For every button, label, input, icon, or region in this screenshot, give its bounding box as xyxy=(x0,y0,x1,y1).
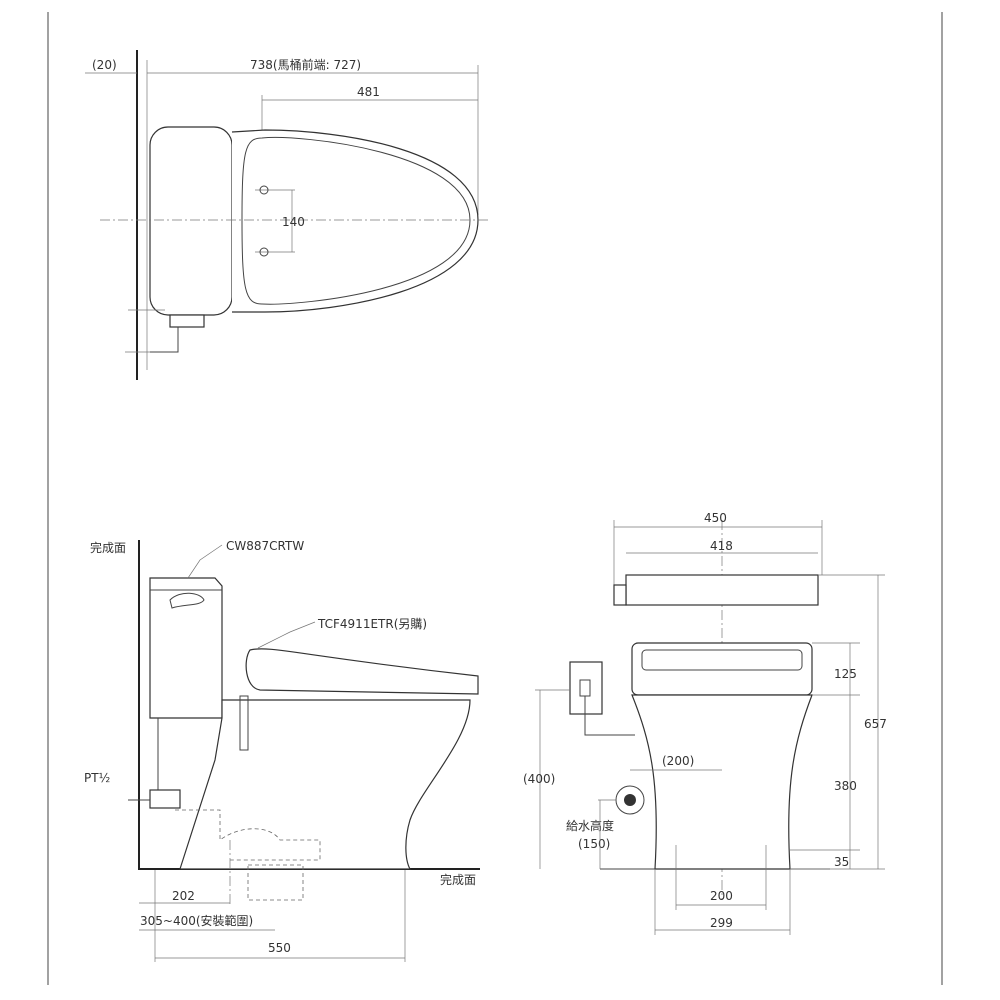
tank-outline xyxy=(149,577,223,719)
valve-box xyxy=(169,314,205,328)
tank-leader-line xyxy=(187,544,223,579)
bowl-outline xyxy=(179,699,471,870)
top-view: (20) 738(馬桶前端: 727) 481 140 xyxy=(85,50,490,380)
dim-overall-label: 738(馬桶前端: 727) xyxy=(250,57,361,72)
supply-pipe xyxy=(150,327,179,353)
tank-outline xyxy=(625,574,819,606)
dim-outlet-height-label: (400) xyxy=(523,772,555,786)
dim-range-label: 305~400(安裝範圍) xyxy=(140,913,253,928)
seat-lid-outline xyxy=(641,649,803,671)
dim-rim-height-label: 380 xyxy=(834,779,857,793)
floor-finish-label: 完成面 xyxy=(440,872,476,887)
pipe-thread-label: PT½ xyxy=(84,771,110,785)
seat-leader-line xyxy=(257,621,316,649)
flush-lever xyxy=(613,584,627,606)
dim-seat-label: 481 xyxy=(357,85,380,99)
front-view: 450 418 給水高度 (150) (400) (200) xyxy=(523,511,887,935)
dim-bolt-spacing-label: 200 xyxy=(710,889,733,903)
side-view: 完成面 完成面 CW887CRTW TCF4911ETR(另購) PT½ 202… xyxy=(84,539,480,962)
hose xyxy=(239,695,249,751)
bowl-outline xyxy=(231,129,479,313)
dim-foot-label: 35 xyxy=(834,855,849,869)
power-cord xyxy=(584,696,635,736)
dim-total-height-label: 657 xyxy=(864,717,887,731)
tank-outline xyxy=(149,126,233,316)
tank-model-label: CW887CRTW xyxy=(226,539,304,553)
stop-valve xyxy=(149,789,181,809)
bolt-hole xyxy=(259,185,269,195)
dim-supply-height-label: (150) xyxy=(578,837,610,851)
seat-model-label: TCF4911ETR(另購) xyxy=(317,617,427,631)
drain-flange-hidden xyxy=(247,864,304,901)
dim-width-label: 450 xyxy=(704,511,727,525)
seat-lid-outline xyxy=(241,137,471,305)
wall-finish-label: 完成面 xyxy=(90,540,126,555)
dim-supply-offset-label: (200) xyxy=(662,754,694,768)
seat-outline xyxy=(631,642,813,696)
supply-valve xyxy=(624,794,636,806)
dim-offset-label: (20) xyxy=(92,58,117,72)
supply-height-label: 給水高度 xyxy=(566,818,614,833)
outlet-box xyxy=(569,661,603,715)
bowl-outline xyxy=(631,694,813,870)
dim-base-label: 299 xyxy=(710,916,733,930)
dim-seat-height-label: 125 xyxy=(834,667,857,681)
dim-depth-label: 550 xyxy=(268,941,291,955)
trapway-hidden xyxy=(175,809,321,861)
dim-tank-width-label: 418 xyxy=(710,539,733,553)
flush-lever-icon xyxy=(169,592,205,609)
bolt-hole xyxy=(259,247,269,257)
seat-outline xyxy=(245,648,479,695)
dim-drain-label: 202 xyxy=(172,889,195,903)
dim-bolt-label: 140 xyxy=(282,215,305,229)
